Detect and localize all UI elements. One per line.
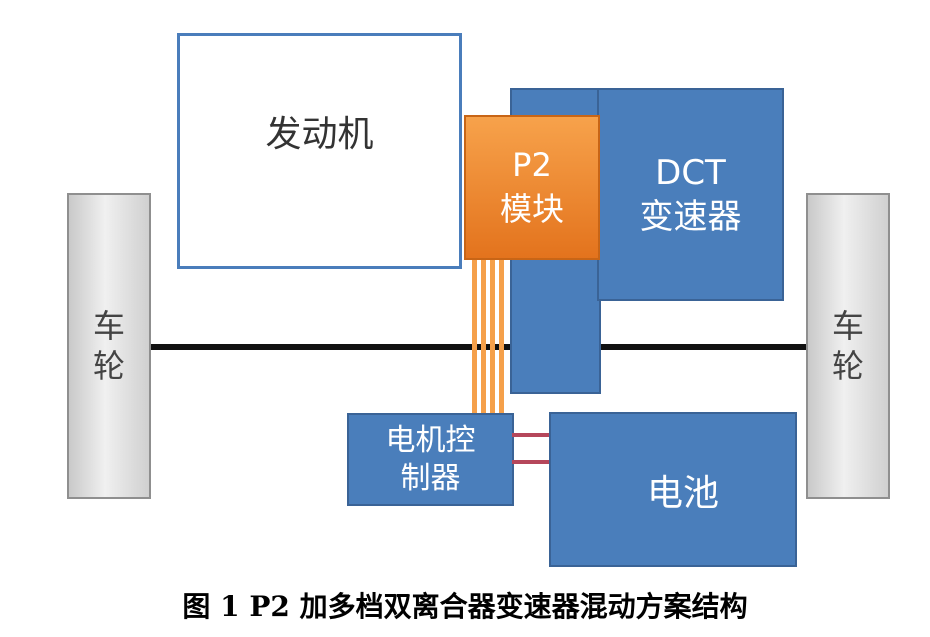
p2-module-block: P2 模块	[464, 115, 600, 260]
battery-block: 电池	[549, 412, 797, 567]
p2-controller-wire	[490, 260, 495, 414]
dct-transmission-block	[597, 88, 784, 301]
controller-battery-link	[512, 460, 552, 464]
controller-battery-link	[512, 433, 552, 437]
p2-controller-wire	[472, 260, 477, 414]
p2-controller-wire	[499, 260, 504, 414]
dct-transmission-label: DCT 变速器	[639, 152, 742, 237]
motor-controller-block: 电机控 制器	[347, 413, 514, 506]
wheel-left: 车 轮	[67, 193, 151, 499]
p2-controller-wire	[481, 260, 486, 414]
wheel-right: 车 轮	[806, 193, 890, 499]
figure-caption: 图 1 P2 加多档双离合器变速器混动方案结构	[182, 590, 748, 623]
engine-block: 发动机	[177, 33, 462, 269]
drive-shaft	[150, 344, 808, 350]
